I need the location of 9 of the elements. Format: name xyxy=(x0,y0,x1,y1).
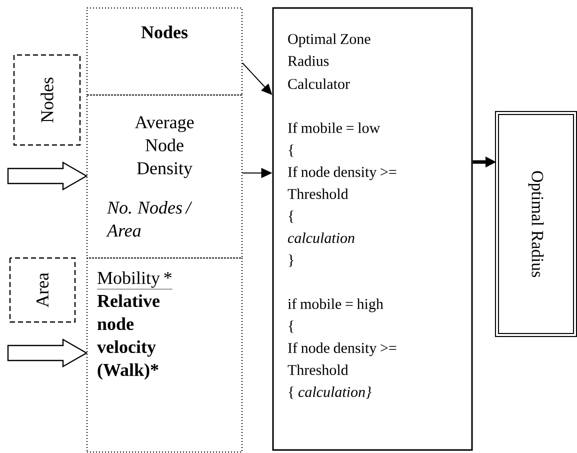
panel: Nodes xyxy=(86,8,242,96)
block-arrow xyxy=(7,338,88,368)
calculator-box: Optimal Zone Radius Calculator If mobile = low { If node density >= Threshold { calculation } if mobile = high { If node density >= Threshold { calculation} xyxy=(272,7,473,451)
input-box: Nodes xyxy=(13,54,81,146)
block-arrow xyxy=(7,161,88,191)
panel: Average Node Density No. Nodes / Area xyxy=(86,94,242,258)
panel: Mobility * Relative node velocity (Walk)* xyxy=(86,258,242,452)
input-box: Area xyxy=(9,257,76,323)
output-box: Optimal Radius xyxy=(495,111,577,337)
